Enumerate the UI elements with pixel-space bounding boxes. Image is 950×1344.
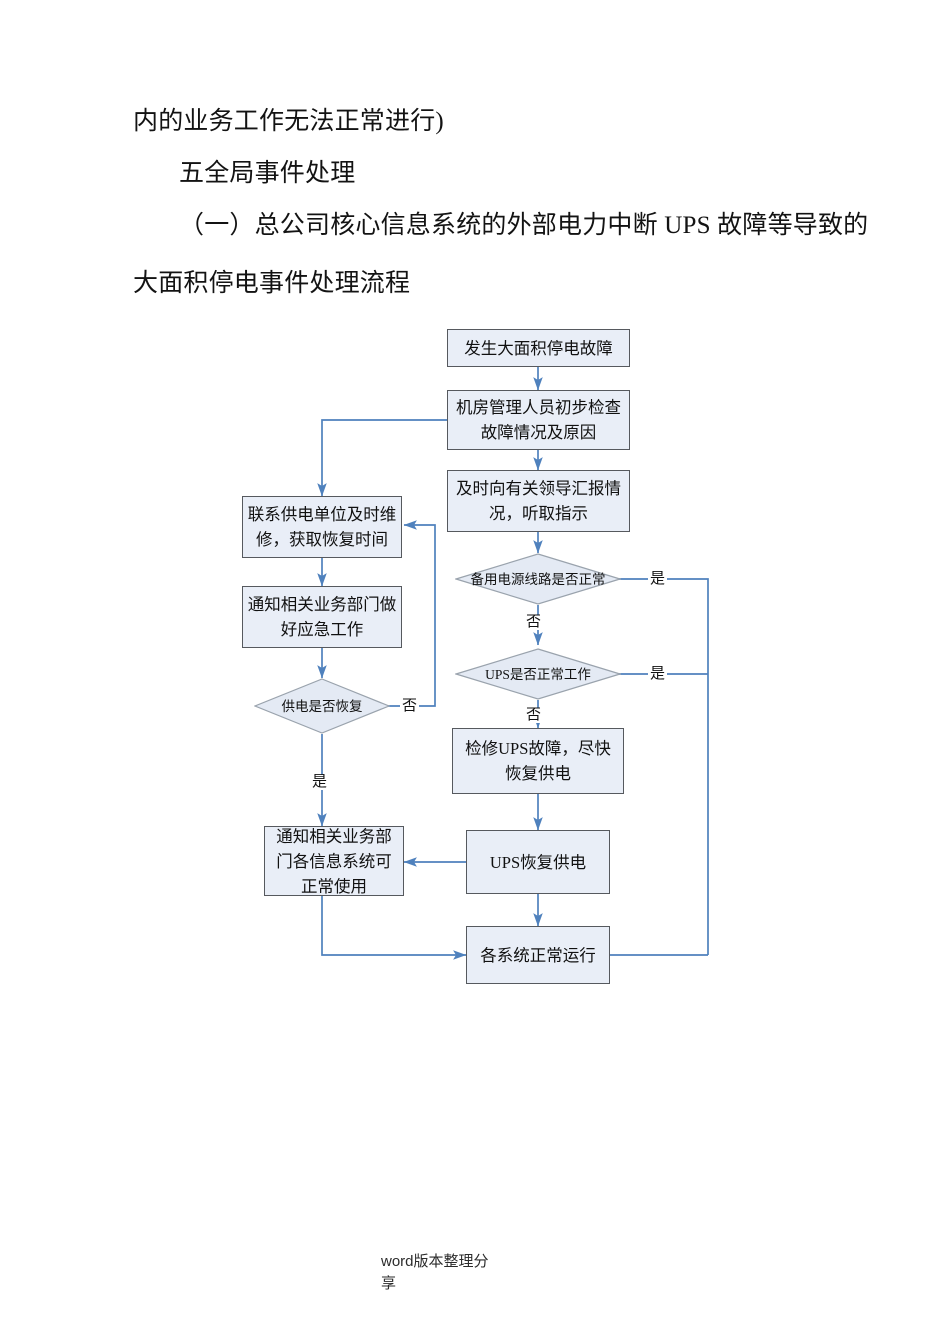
decision-ups-working[interactable]: UPS是否正常工作 [455, 648, 621, 700]
node-inspect-label: 机房管理人员初步检查故障情况及原因 [456, 398, 621, 442]
node-notify-systems-ok-label: 通知相关业务部门各信息系统可正常使用 [276, 826, 392, 896]
paragraph-line-1: 内的业务工作无法正常进行) [133, 108, 444, 135]
decision-backup-power-line[interactable]: 备用电源线路是否正常 [455, 553, 621, 605]
node-ups-restored[interactable]: UPS恢复供电 [466, 830, 610, 894]
node-notify-emergency-label: 通知相关业务部门做好应急工作 [247, 595, 397, 639]
node-notify-systems-ok[interactable]: 通知相关业务部门各信息系统可正常使用 [264, 826, 404, 896]
node-repair-ups-label: 检修UPS故障，尽快恢复供电 [465, 739, 611, 783]
edge-label-ups-yes: 是 [648, 666, 668, 682]
node-all-systems-normal[interactable]: 各系统正常运行 [466, 926, 610, 984]
edge-label-backup-yes: 是 [648, 571, 668, 587]
power-outage-flowchart: 发生大面积停电故障 机房管理人员初步检查故障情况及原因 及时向有关领导汇报情况，… [0, 300, 950, 1000]
paragraph-line-3: （一）总公司核心信息系统的外部电力中断 UPS 故障等导致的 [179, 212, 869, 239]
node-report[interactable]: 及时向有关领导汇报情况，听取指示 [447, 470, 630, 532]
node-inspect[interactable]: 机房管理人员初步检查故障情况及原因 [447, 390, 630, 450]
node-start-label: 发生大面积停电故障 [464, 338, 613, 358]
edge-label-backup-no: 否 [524, 614, 544, 630]
edge-label-power-yes: 是 [310, 774, 330, 790]
flowchart-connectors [317, 367, 709, 960]
node-all-systems-normal-label: 各系统正常运行 [480, 945, 596, 965]
document-body-text: 内的业务工作无法正常进行) 五全局事件处理 （一）总公司核心信息系统的外部电力中… [133, 96, 869, 310]
edge-label-power-no: 否 [400, 698, 420, 714]
node-report-label: 及时向有关领导汇报情况，听取指示 [456, 479, 621, 523]
paragraph-line-2: 五全局事件处理 [179, 160, 356, 187]
paragraph-line-4: 大面积停电事件处理流程 [133, 270, 411, 297]
node-contact-power-company-label: 联系供电单位及时维修，获取恢复时间 [247, 505, 397, 549]
diamond-shape-ups [455, 648, 621, 700]
decision-power-restored[interactable]: 供电是否恢复 [254, 678, 390, 734]
node-notify-emergency[interactable]: 通知相关业务部门做好应急工作 [242, 586, 402, 648]
node-start[interactable]: 发生大面积停电故障 [447, 329, 630, 367]
diamond-shape-power-restored [254, 678, 390, 734]
node-repair-ups[interactable]: 检修UPS故障，尽快恢复供电 [452, 728, 624, 794]
edge-label-ups-no: 否 [524, 707, 544, 723]
node-contact-power-company[interactable]: 联系供电单位及时维修，获取恢复时间 [242, 496, 402, 558]
diamond-shape-backup [455, 553, 621, 605]
page-footer: word版本整理分享 [381, 1253, 489, 1292]
node-ups-restored-label: UPS恢复供电 [489, 852, 587, 872]
